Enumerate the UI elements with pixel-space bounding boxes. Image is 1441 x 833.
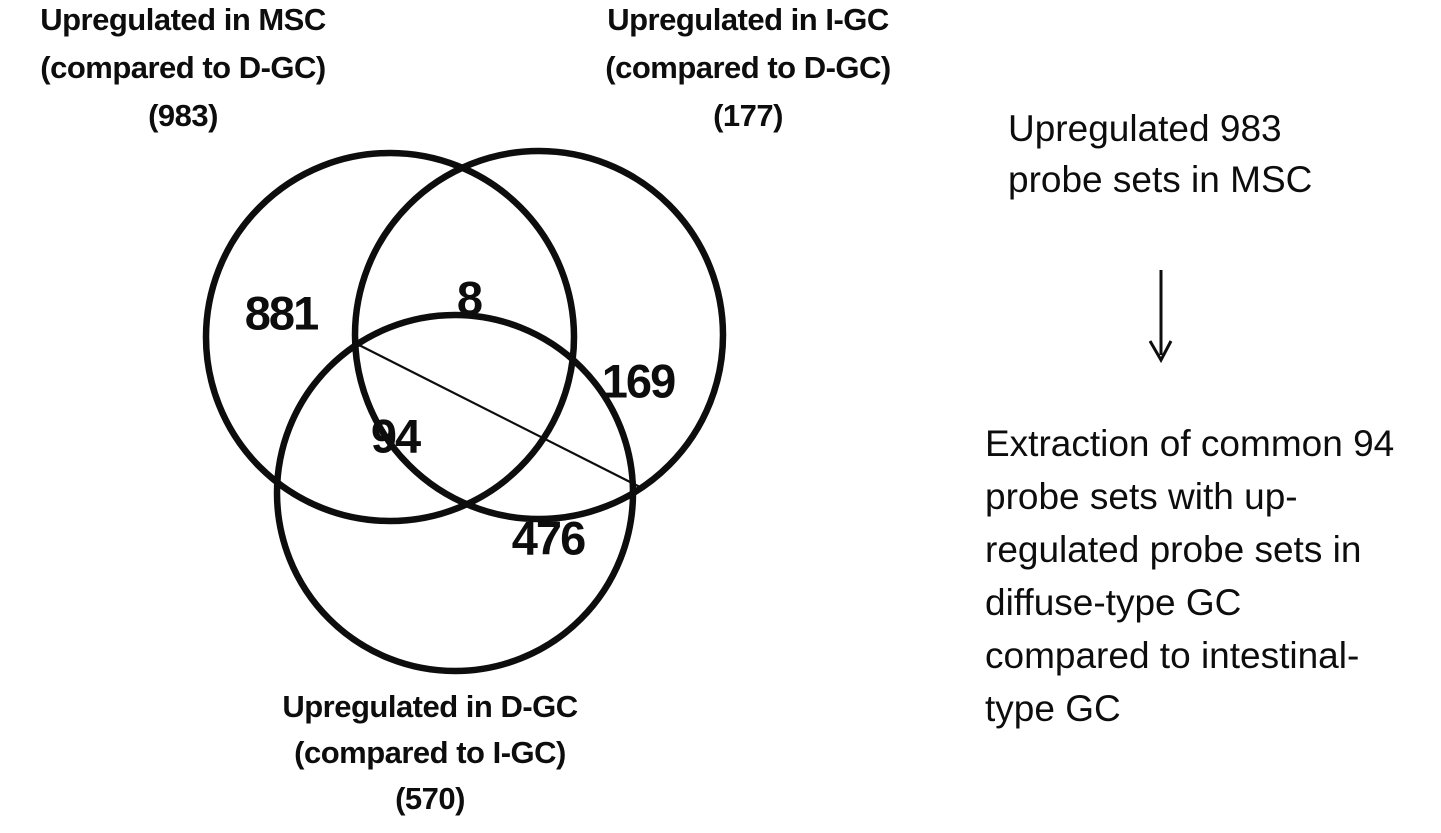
msc-circle	[202, 149, 578, 525]
igc-dgc-chord-line	[354, 342, 641, 488]
dgc-set-label: Upregulated in D-GC(compared to I-GC)(57…	[282, 689, 578, 816]
dgc-circle	[273, 311, 637, 675]
igc-circle	[351, 147, 727, 523]
count-msc-igc-overlap: 8	[456, 271, 483, 325]
count-dgc-only: 476	[511, 511, 586, 565]
count-msc-only: 881	[244, 286, 319, 340]
msc-set-label: Upregulated in MSC(compared to D-GC)(983…	[40, 2, 326, 133]
igc-set-label: Upregulated in I-GC(compared to D-GC)(17…	[605, 2, 891, 133]
count-msc-dgc-overlap: 94	[370, 409, 421, 463]
count-igc-only: 169	[601, 354, 676, 408]
down-arrow-icon	[1148, 270, 1173, 364]
